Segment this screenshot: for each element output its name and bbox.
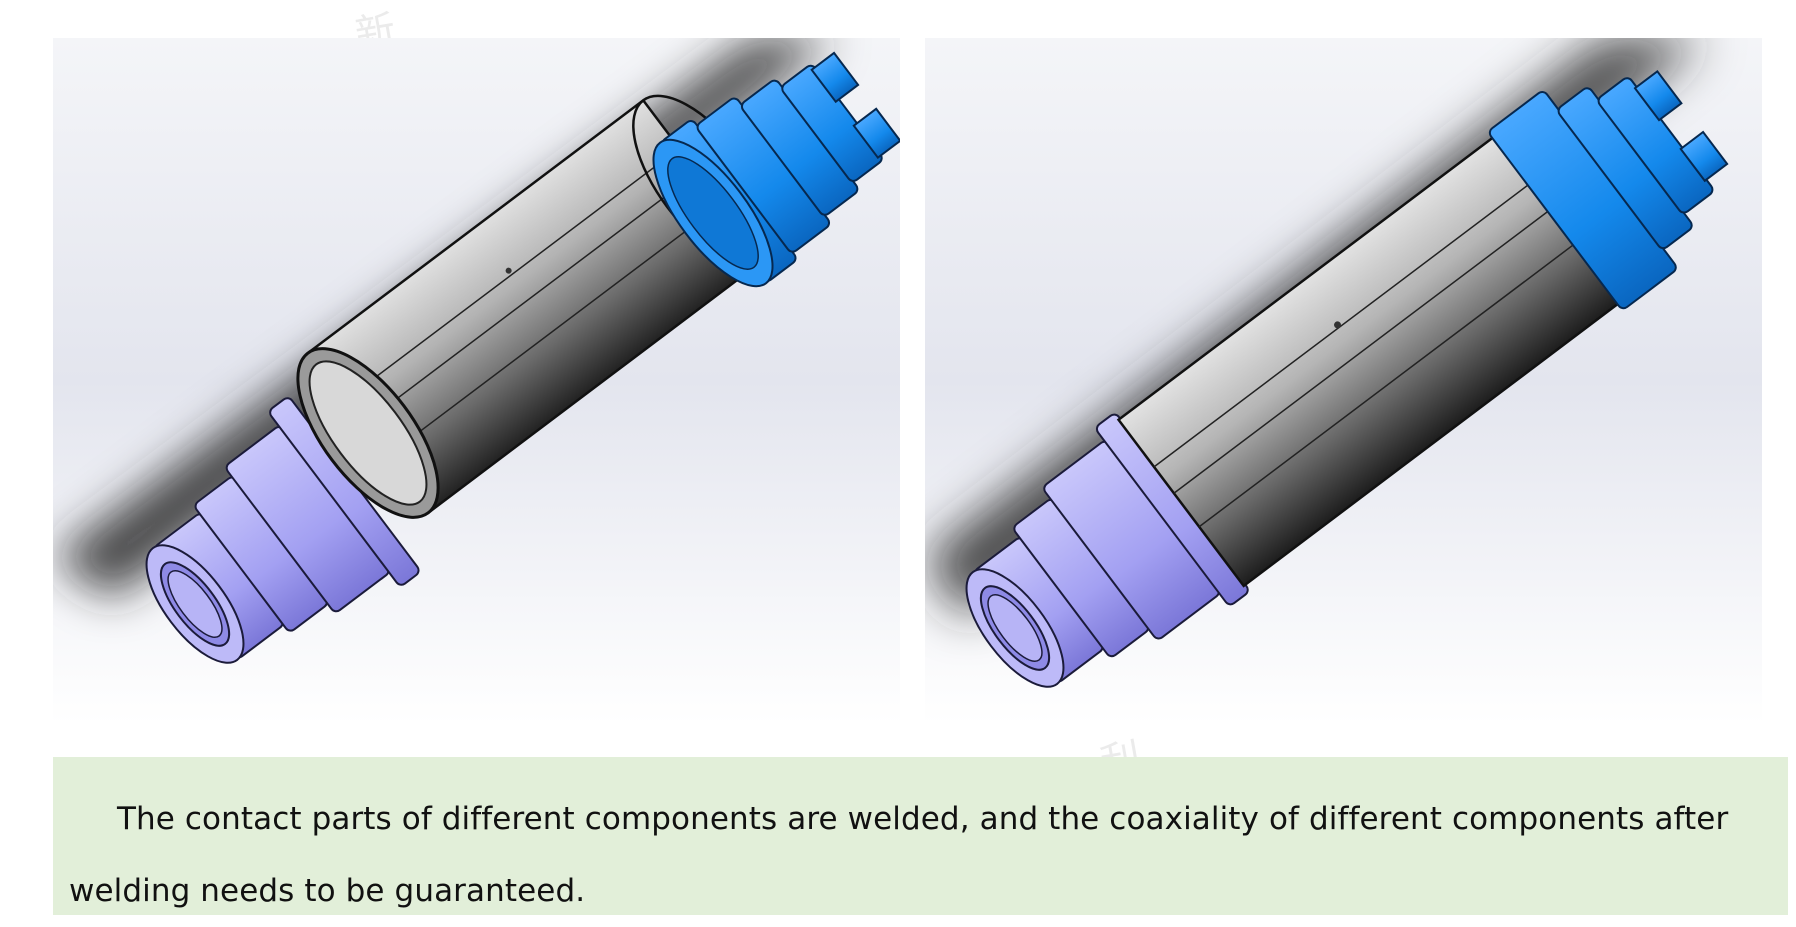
welded-assembly-render [925, 38, 1762, 724]
caption-box: The contact parts of different component… [53, 757, 1788, 915]
exploded-assembly-render [53, 38, 900, 724]
caption-text: The contact parts of different component… [69, 801, 1729, 909]
